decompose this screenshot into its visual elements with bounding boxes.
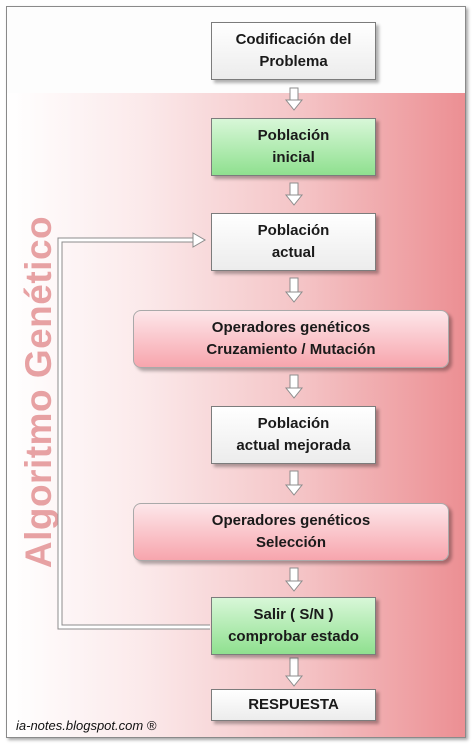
node-op-cruzamiento: Operadores genéticos Cruzamiento / Mutac… <box>133 310 449 368</box>
down-arrow-1 <box>284 87 304 111</box>
down-arrow-6 <box>284 567 304 592</box>
down-arrow-3 <box>284 277 304 303</box>
node-poblacion-inicial: Población inicial <box>211 118 376 176</box>
node-poblacion-actual: Población actual <box>211 213 376 271</box>
loop-arrow <box>57 232 210 630</box>
down-arrow-4 <box>284 374 304 399</box>
node-salir: Salir ( S/N ) comprobar estado <box>211 597 376 655</box>
down-arrow-7 <box>284 657 304 687</box>
footer-credit: ia-notes.blogspot.com ® <box>16 718 157 733</box>
node-codificacion: Codificación del Problema <box>211 22 376 80</box>
node-poblacion-mejorada: Población actual mejorada <box>211 406 376 464</box>
down-arrow-2 <box>284 182 304 206</box>
node-respuesta: RESPUESTA <box>211 689 376 721</box>
node-op-seleccion: Operadores genéticos Selección <box>133 503 449 561</box>
down-arrow-5 <box>284 470 304 496</box>
